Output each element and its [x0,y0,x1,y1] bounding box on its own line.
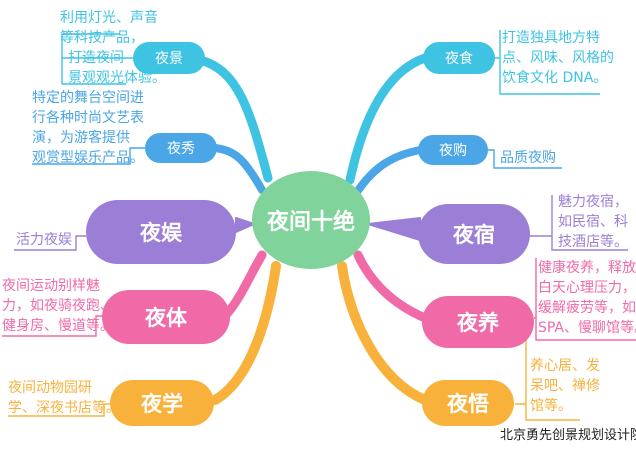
bracket-yesu [530,195,628,251]
desc-line: 技酒店等。 [558,234,628,250]
desc-line: 健康夜养，释放 [538,260,636,276]
desc-yesu: 魅力夜宿， 如民宿、科 技酒店等。 [558,192,628,252]
desc-line: 魅力夜宿， [558,194,628,210]
branch-yeyu [235,217,255,233]
desc-line: 学、深夜书店等。 [8,400,120,416]
node-yexue: 夜学 [110,380,214,426]
desc-line: 缓解疲劳等，如 [538,300,636,316]
desc-line: 活力夜娱 [16,232,72,248]
branch-yeti [220,250,267,321]
desc-line: 夜间动物园研 [8,380,92,396]
bracket-yewu [515,330,580,421]
bracket-yeyu [14,235,86,251]
desc-line: 呆吧、禅修 [530,378,600,394]
bracket-yeti [2,315,102,337]
bracket-yegou [488,149,562,169]
node-yegou: 夜购 [418,135,488,165]
desc-yeti: 夜间运动别样魅 力，如夜骑夜跑、 健身房、慢道等。 [2,276,114,336]
node-yeyu: 夜娱 [86,200,236,264]
node-yeyang: 夜养 [422,296,534,348]
center-node: 夜间十绝 [252,171,370,269]
node-yeti: 夜体 [102,290,230,344]
desc-yexiu: 特定的舞台空间进 行各种时尚文艺表 演，为游客提供 观赏型娱乐产品。 [32,88,144,168]
desc-yexue: 夜间动物园研 学、深夜书店等。 [8,378,120,418]
branch-yeshi [345,53,430,185]
bracket-yeshi [495,30,600,95]
desc-yeyu: 活力夜娱 [16,230,72,250]
bracket-yeyang [534,258,636,341]
desc-line: 演，为游客提供 [32,130,130,146]
desc-line: 夜间运动别样魅 [2,278,100,294]
desc-line: 如民宿、科 [558,214,628,230]
desc-line: 饮食文化 DNA。 [502,70,608,86]
bracket-yexiu [32,147,145,165]
branch-yesu [367,217,421,241]
desc-line: 等科技产品， [60,30,144,46]
desc-line: 打造独具地方特 [502,30,600,46]
desc-line: 力，如夜骑夜跑、 [2,298,114,314]
branch-yexiu [211,144,266,194]
desc-line: 行各种时尚文艺表 [32,110,144,126]
desc-yegou: 品质夜购 [500,148,556,168]
node-yesu: 夜宿 [418,204,530,264]
desc-line: 观赏型娱乐产品。 [32,150,144,166]
desc-line: 馆等。 [530,398,572,414]
desc-line: 白天心理压力， [538,280,636,296]
bracket-yejing [61,33,133,85]
branch-yewu [337,261,430,405]
desc-yeyang: 健康夜养，释放 白天心理压力， 缓解疲劳等，如 SPA、慢聊馆等。 [538,258,636,338]
bracket-yexue [8,403,110,417]
node-yeshi: 夜食 [423,42,495,74]
desc-line: 利用灯光、声音 [60,10,158,26]
desc-yejing: 利用灯光、声音 等科技产品， 打造夜间 景观观光体验。 [60,8,166,88]
node-yewu: 夜悟 [422,380,514,426]
desc-line: 点、风味、风格的 [502,50,614,66]
desc-yeshi: 打造独具地方特 点、风味、风格的 饮食文化 DNA。 [502,28,614,88]
footer-credit: 北京勇先创景规划设计院 [500,428,636,443]
branch-yegou [353,146,424,196]
desc-line: 特定的舞台空间进 [32,90,144,106]
desc-line: 养心居、发 [530,358,600,374]
branch-yejing [195,55,273,183]
desc-line: SPA、慢聊馆等。 [538,320,636,336]
node-yejing: 夜景 [133,42,205,74]
desc-yewu: 养心居、发 呆吧、禅修 馆等。 [530,356,600,416]
branch-yeyang [353,250,430,323]
desc-line: 健身房、慢道等。 [2,318,114,334]
branch-yexue [210,261,281,405]
desc-line: 景观观光体验。 [68,70,166,86]
desc-line: 品质夜购 [500,150,556,166]
desc-line: 打造夜间 [68,50,124,66]
node-yexiu: 夜秀 [145,133,217,163]
